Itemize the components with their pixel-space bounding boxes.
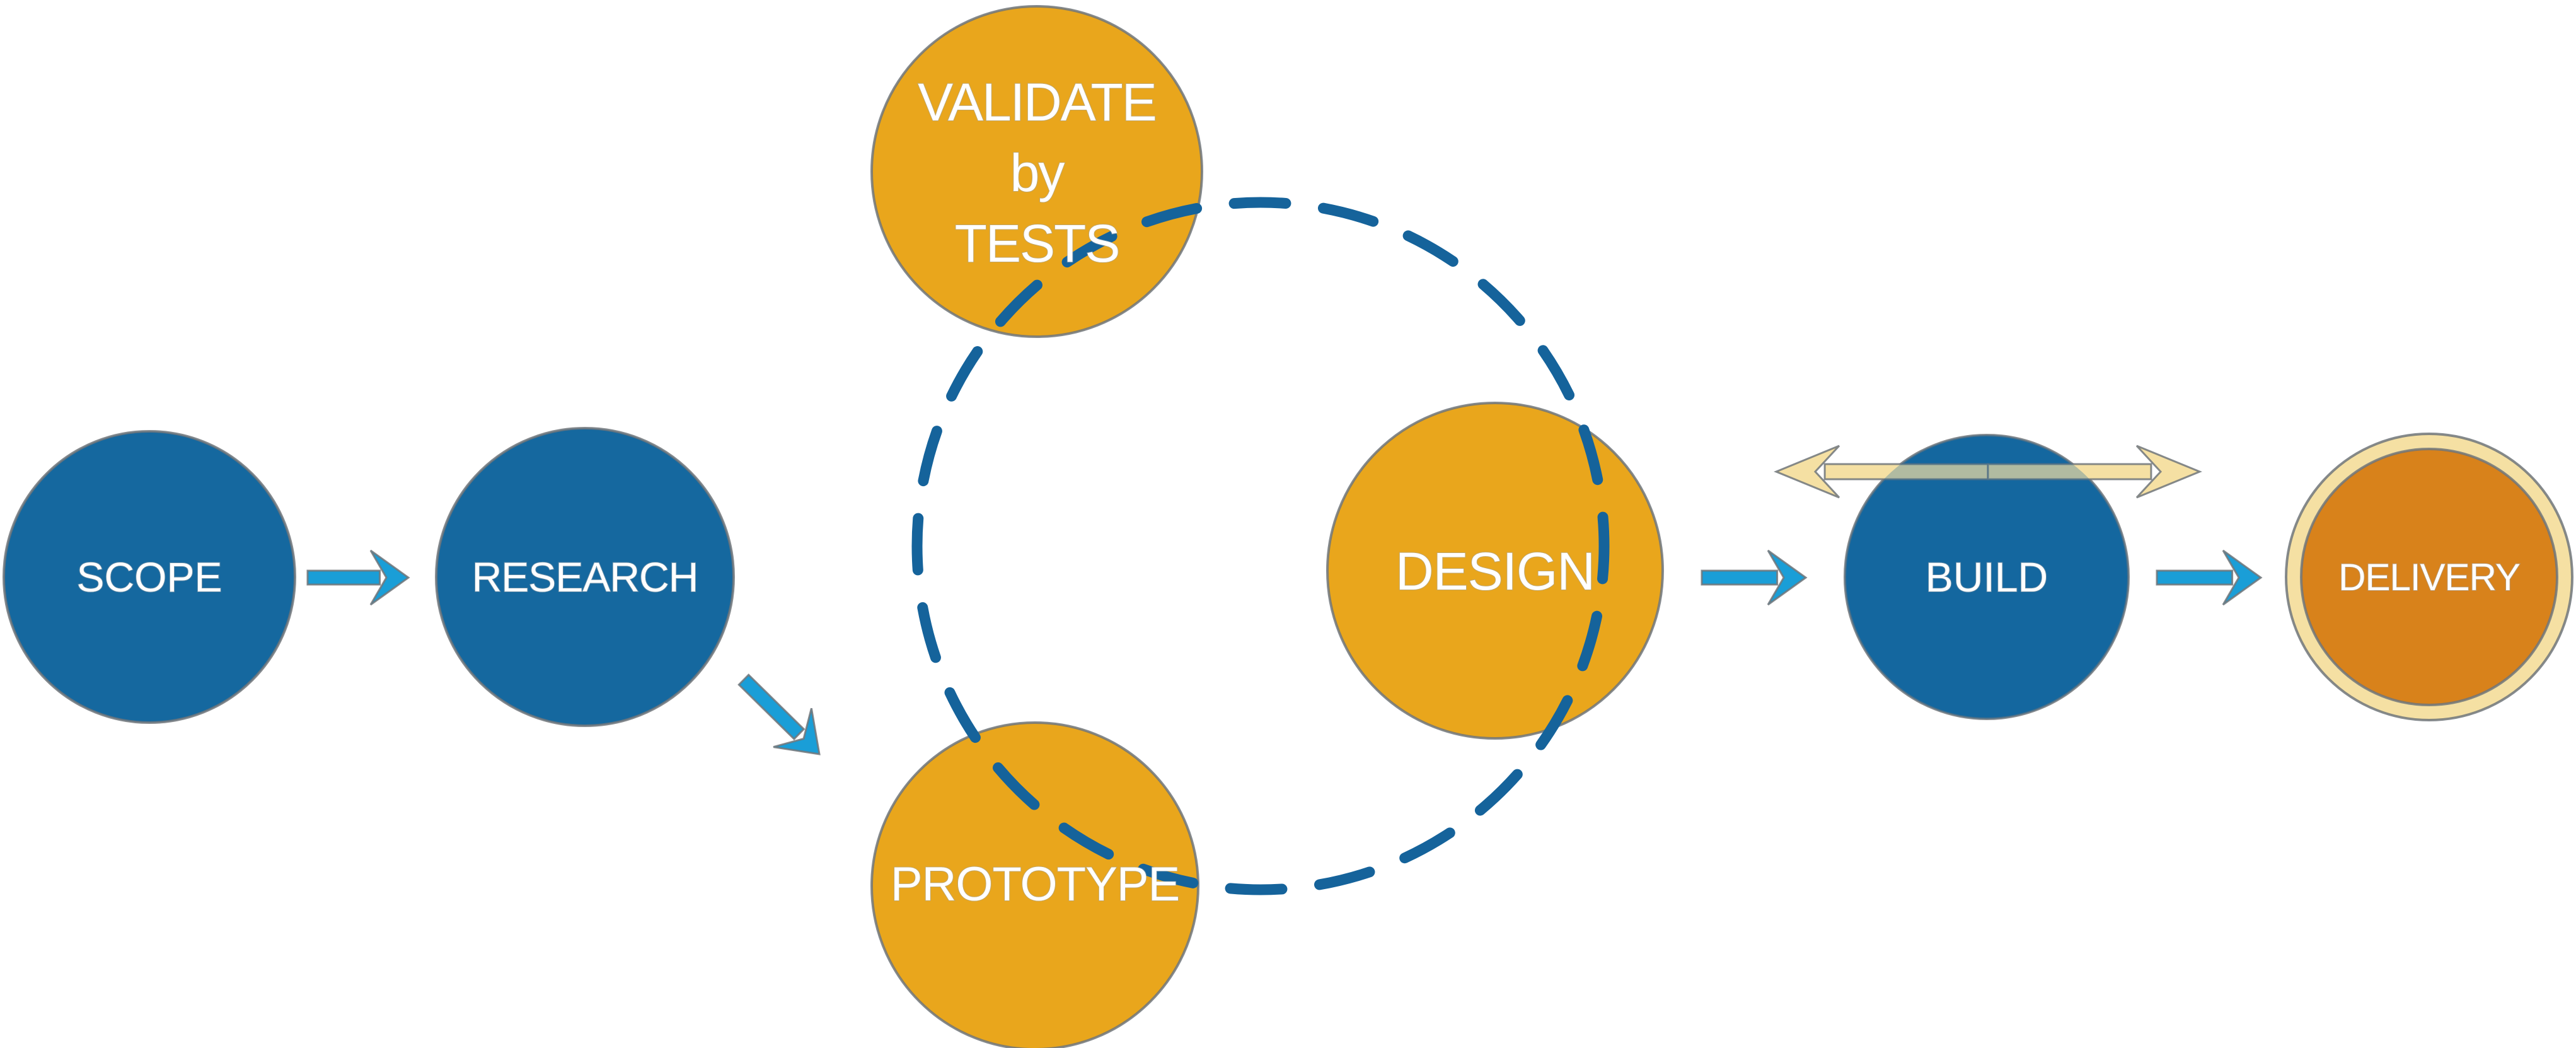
build-circle	[1844, 434, 2130, 720]
prototype-label: PROTOTYPE	[891, 858, 1179, 911]
build-iteration-arrow-right-head	[2135, 445, 2202, 499]
validate-circle	[870, 5, 1203, 338]
arrow-research-to-prototype-head	[773, 707, 821, 755]
validate-label-line-2: TESTS	[955, 214, 1119, 273]
delivery-circle	[2300, 448, 2558, 706]
iteration-loop-layer	[911, 197, 1610, 895]
phase-circles	[3, 5, 2573, 1048]
arrow-design-to-build-shaft	[1701, 569, 1779, 586]
build-label: BUILD	[1926, 554, 2048, 600]
arrow-scope-to-research-head	[369, 549, 410, 606]
research-circle	[435, 427, 735, 727]
dashed-iteration-loop	[911, 197, 1610, 895]
build-iteration-arrow-left-head	[1774, 445, 1840, 499]
research-label: RESEARCH	[472, 554, 698, 600]
flow-arrows	[306, 549, 2263, 755]
build-iteration-tint	[1845, 435, 2128, 719]
prototype-circle	[870, 721, 1199, 1048]
scope-circle	[3, 430, 296, 724]
arrow-research-to-prototype-shaft	[737, 673, 806, 741]
build-iteration-arrow-right-shaft	[1987, 463, 2152, 480]
design-circle	[1326, 402, 1664, 740]
build-iteration	[1774, 435, 2202, 719]
arrow-build-to-delivery-head	[2222, 549, 2263, 606]
arrow-scope-to-research-shaft	[306, 569, 381, 586]
delivery-label: DELIVERY	[2338, 556, 2520, 598]
validate-label-line-1: by	[1010, 143, 1065, 202]
design-label: DESIGN	[1395, 542, 1595, 601]
arrow-build-to-delivery-shaft	[2156, 569, 2234, 586]
scope-label: SCOPE	[76, 554, 222, 600]
validate-label-line-0: VALIDATE	[918, 73, 1156, 132]
arrow-design-to-build-head	[1767, 549, 1808, 606]
